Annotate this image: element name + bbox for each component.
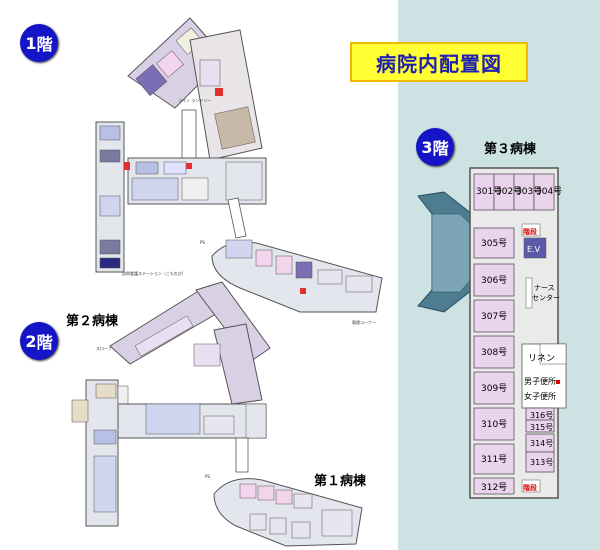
- floor3-number: 3: [421, 137, 433, 157]
- elevator: E.V: [527, 245, 541, 254]
- floor1-kanji: 階: [36, 35, 53, 54]
- slope-label: スロープ: [96, 345, 112, 351]
- nurse-center-line2: センター: [532, 293, 560, 302]
- room-306: 306号: [481, 275, 507, 286]
- floor2-number: 2: [25, 331, 37, 351]
- coin-laundry-label: コイン ランドリー: [178, 97, 211, 103]
- floor3-right-rooms: 316号 315号 314号 313号: [525, 407, 555, 473]
- nurse-center-line1: ナース: [534, 284, 555, 292]
- ward1-label: 第１病棟: [314, 474, 367, 489]
- floor1-plan: コイン ランドリー 訪問看護ステーション（こもれび）: [95, 17, 383, 325]
- room-315: 315号: [530, 423, 553, 432]
- womens-toilet: 女子便所: [524, 391, 556, 401]
- f2-ps-label: PS: [205, 474, 210, 479]
- f1-ps-label: PS: [200, 240, 205, 245]
- visiting-nurse-text: 訪問看護ステーション（こもれび）: [122, 270, 186, 276]
- floor3-top-rooms: 301号 302号 303号 304号: [473, 173, 562, 211]
- room-302: 302号: [496, 186, 522, 197]
- room-303: 303号: [516, 186, 542, 197]
- room-304: 304号: [536, 186, 562, 197]
- f2-ps-text: PS: [205, 474, 210, 479]
- floor1-number: 1: [25, 33, 37, 53]
- ward2-label: 第２病棟: [66, 314, 119, 329]
- floor2-kanji: 階: [36, 333, 53, 352]
- coin-laundry-text: コイン ランドリー: [178, 97, 211, 103]
- room-316: 316号: [530, 411, 553, 420]
- smoking-corner-label: 喫煙コーナー: [352, 319, 376, 325]
- stairs-top: 階段: [523, 227, 537, 236]
- floor3-kanji: 階: [432, 139, 449, 158]
- f1-ps-text: PS: [200, 240, 205, 245]
- room-312: 312号: [481, 482, 507, 493]
- room-307: 307号: [481, 311, 507, 322]
- visiting-nurse-label: 訪問看護ステーション（こもれび）: [122, 270, 186, 276]
- floor2-plan: スロープ PS: [71, 281, 363, 547]
- floor3-left-rooms: 305号 306号 307号 308号 309号 310号 311号 312号: [473, 227, 515, 495]
- page-title: 病院内配置図: [350, 42, 528, 82]
- room-311: 311号: [481, 454, 507, 465]
- ward3-label: 第３病棟: [484, 142, 537, 157]
- room-308: 308号: [481, 347, 507, 358]
- floor3-plan: 301号 302号 303号 304号 階段 E.V 305号 306号 307…: [417, 167, 567, 499]
- smoking-corner-text: 喫煙コーナー: [352, 319, 376, 325]
- room-313: 313号: [530, 458, 553, 467]
- room-301: 301号: [476, 186, 502, 197]
- slope-text: スロープ: [96, 345, 112, 351]
- linen-room: リネン: [528, 353, 555, 364]
- room-310: 310号: [481, 419, 507, 430]
- room-314: 314号: [530, 439, 553, 448]
- stairs-bottom: 階段: [523, 483, 537, 492]
- room-305: 305号: [481, 238, 507, 249]
- mens-toilet: 男子便所: [524, 376, 556, 386]
- room-309: 309号: [481, 383, 507, 394]
